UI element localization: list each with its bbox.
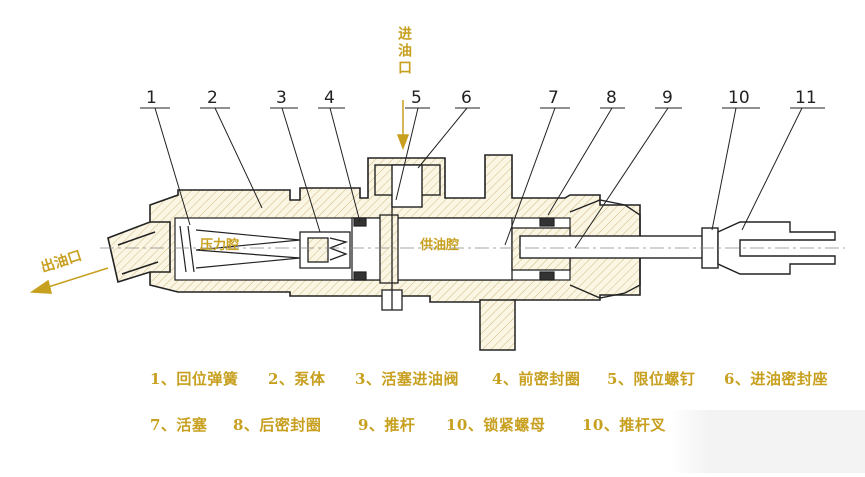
supply-chamber-label: 供油腔: [420, 238, 460, 253]
callout-3: 3: [276, 88, 287, 108]
legend-item-2: 2、泵体: [268, 370, 326, 388]
callout-8: 8: [606, 88, 617, 108]
push-rod-fork: [717, 221, 836, 275]
legend-item-11: 10、推杆叉: [582, 416, 666, 434]
outlet-nozzle: [107, 221, 171, 284]
legend-item-6: 6、进油密封座: [724, 370, 828, 388]
legend-item-10: 10、锁紧螺母: [446, 416, 546, 434]
inlet-port-label: 进油口: [396, 26, 412, 77]
callout-9: 9: [662, 88, 673, 108]
legend-item-9: 9、推杆: [358, 416, 416, 434]
callout-4: 4: [324, 88, 335, 108]
push-rod: [519, 235, 711, 259]
outlet-arrow: [29, 267, 109, 294]
callout-5: 5: [411, 88, 422, 108]
inlet-seal-seat: [374, 164, 441, 208]
callout-2: 2: [207, 88, 218, 108]
stop-screw: [381, 190, 403, 311]
legend-item-4: 4、前密封圈: [492, 370, 581, 388]
legend-item-1: 1、回位弹簧: [150, 370, 239, 388]
legend-item-7: 7、活塞: [150, 416, 208, 434]
callout-1: 1: [146, 88, 157, 108]
inlet-arrow: [396, 100, 410, 151]
legend-item-8: 8、后密封圈: [233, 416, 322, 434]
leader-lines: [140, 107, 825, 249]
legend-item-3: 3、活塞进油阀: [355, 370, 459, 388]
piston-inlet-valve: [299, 231, 351, 269]
callout-6: 6: [461, 88, 472, 108]
legend-item-5: 5、限位螺钉: [607, 370, 696, 388]
return-spring: [179, 225, 301, 273]
pressure-chamber-label: 压力腔: [200, 238, 240, 253]
rear-seal: [539, 217, 555, 281]
callout-7: 7: [548, 88, 559, 108]
callout-11: 11: [795, 88, 817, 108]
callout-10: 10: [728, 88, 750, 108]
lower-bracket: [479, 299, 516, 351]
piston: [351, 214, 571, 284]
watermark-overlay: [670, 410, 865, 473]
